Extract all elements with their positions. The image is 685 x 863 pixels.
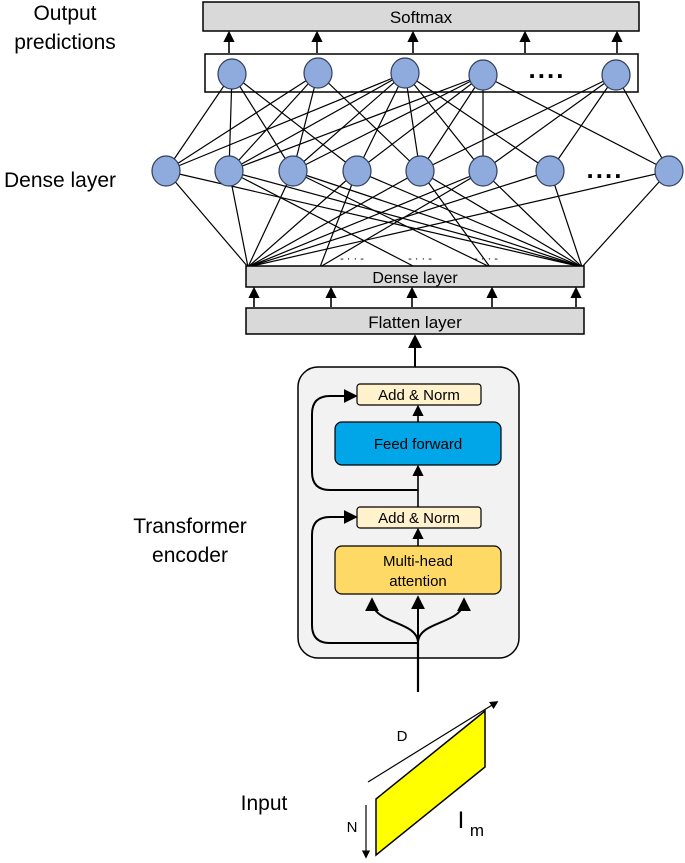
dense-node [654,155,684,187]
dense-node [342,155,372,187]
input-matrix [375,709,486,857]
output-nodes [217,57,631,91]
connection-line [165,73,233,172]
flatten-to-dense-arrows [248,286,582,307]
attention-input-split [365,595,471,644]
connection-line [549,170,583,268]
mha-residual-path [311,510,418,644]
dense-layer-side-label: Dense layer [4,169,116,192]
dense-node [468,155,498,187]
connection-line [482,74,617,172]
feed-forward-label: Feed forward [374,436,462,453]
connection-line [356,170,583,268]
connection-line [319,170,358,268]
connection-line [419,170,583,268]
output-node [217,58,247,90]
connection-line [549,74,617,172]
input-matrix-subscript: m [470,821,484,840]
dim-d-arrow [367,701,499,783]
split-left [365,597,419,644]
connection-line [228,72,406,172]
mha-label-line2: attention [389,573,447,590]
connection-line [356,72,406,172]
softmax-label: Softmax [390,8,453,27]
connection-line [317,72,421,172]
connection-line [247,170,484,268]
connection-line [228,170,583,268]
connection-line [319,170,484,268]
input-label: Input [241,792,288,815]
connection-line [165,72,319,172]
connection-line [165,170,249,268]
connection-line [404,72,551,172]
connection-line [419,74,484,172]
connection-line [247,170,551,268]
flatten-layer-label: Flatten layer [368,313,462,332]
output-node [390,57,420,89]
softmax-arrows [223,30,623,53]
transformer-encoder-label-1: Transformer [133,515,247,538]
connection-line [482,74,670,172]
dense-ellipsis: .... [587,154,624,184]
output-predictions-label-1: Output [33,2,96,25]
dense-connections [165,170,670,268]
connection-line [247,170,358,268]
connection-line [247,170,421,268]
multi-head-attention-box [334,545,502,595]
connection-line [581,170,670,268]
connection-line [292,72,406,172]
output-nodes-box [204,53,639,93]
output-connections [165,72,670,172]
dense-layer-box-label: Dense layer [372,270,458,287]
dense-hidden-nodes [151,155,684,187]
mha-label-line1: Multi-head [383,553,453,570]
output-predictions-label-2: predictions [14,31,116,54]
output-node [468,59,498,91]
connection-line [292,170,491,268]
connection-line [292,72,319,172]
connection-line [228,74,484,172]
connection-line [404,72,421,172]
flatten-layer-box [245,307,585,335]
connection-line [615,74,670,172]
connection-line [165,72,406,172]
dense-node [151,155,181,187]
connection-line [228,73,233,172]
output-node [601,59,631,91]
connection-line [356,74,484,172]
add-norm-bottom-label: Add & Norm [378,510,460,527]
dense-node [214,155,244,187]
connection-line [228,170,249,268]
dim-d-label: D [397,728,408,745]
dense-gap-mark-3: - · · - [474,253,498,265]
split-right [417,597,471,644]
connection-line [292,170,583,268]
connection-line [228,170,416,268]
connection-line [292,74,484,172]
ff-residual-path [311,389,418,491]
dense-node [278,155,308,187]
dim-n-label: N [347,819,358,836]
output-node [303,57,333,89]
connection-line [419,170,491,268]
connection-line [247,170,670,268]
add-norm-top-label: Add & Norm [378,387,460,404]
output-ellipsis: .... [529,54,566,84]
connection-line [231,73,358,172]
connection-line [419,74,617,172]
dense-gap-mark-2: - · · - [408,253,432,265]
connection-line [231,73,294,172]
connection-line [165,170,583,268]
dense-node [535,155,565,187]
connection-line [247,170,294,268]
dense-gap-mark-1: - · · - [340,253,364,265]
transformer-encoder-label-2: encoder [152,544,228,567]
dense-node [405,155,435,187]
softmax-box [202,1,640,32]
connection-line [404,72,484,172]
connection-line [228,72,319,172]
input-matrix-name: I [458,807,465,834]
